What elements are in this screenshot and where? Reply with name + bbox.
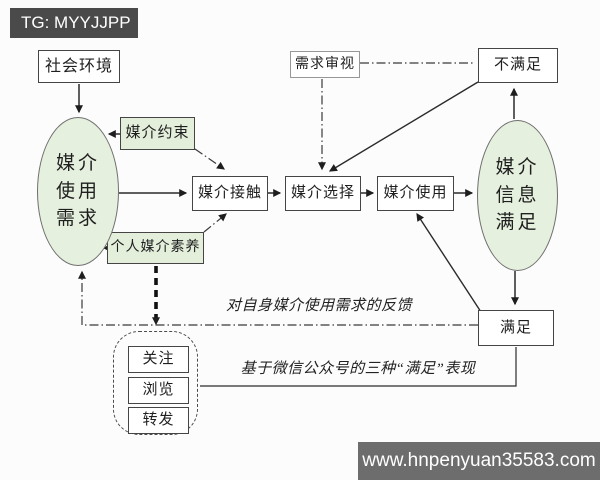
- edge-label-three-manifestations: 基于微信公众号的三种“满足”表现: [240, 361, 476, 377]
- tag-overlay: TG: MYYJJPP: [10, 8, 138, 38]
- node-media-constraint: 媒介约束: [120, 117, 195, 150]
- node-media-use-need: 媒介 使用 需求: [37, 117, 119, 266]
- edge-notsatisfied-to-selection: [328, 81, 479, 172]
- node-media-selection: 媒介选择: [285, 176, 361, 211]
- tag-text: TG: MYYJJPP: [21, 13, 131, 32]
- edge-satisfied-to-use: [416, 212, 482, 313]
- edge-constraint-to-contact: [194, 148, 225, 170]
- node-personal-media-literacy: 个人媒介素养: [107, 232, 204, 264]
- media-info-satisfaction-label: 媒介 信息 满足: [495, 157, 540, 234]
- node-media-use: 媒介使用: [377, 176, 454, 211]
- node-browse: 浏览: [128, 377, 189, 404]
- node-media-info-satisfaction: 媒介 信息 满足: [477, 120, 558, 271]
- watermark-url: www.hnpenyuan35583.com: [362, 450, 596, 471]
- media-use-need-label: 媒介 使用 需求: [55, 153, 100, 230]
- node-social-environment: 社会环境: [38, 50, 120, 83]
- watermark-bar: www.hnpenyuan35583.com: [358, 442, 600, 480]
- behaviors-group-frame: [113, 331, 198, 435]
- node-satisfied: 满足: [478, 310, 554, 346]
- node-not-satisfied: 不满足: [478, 48, 558, 83]
- edge-literacy-to-contact: [203, 213, 227, 233]
- edge-label-feedback: 对自身媒介使用需求的反馈: [225, 298, 412, 314]
- node-follow: 关注: [128, 346, 189, 373]
- node-forward: 转发: [128, 407, 189, 434]
- edge-feedback-satisfied-to-need: [78, 270, 478, 326]
- edge-satisfied-to-behaviors: [200, 347, 517, 387]
- node-need-review: 需求审视: [290, 51, 360, 78]
- node-media-contact: 媒介接触: [192, 176, 268, 211]
